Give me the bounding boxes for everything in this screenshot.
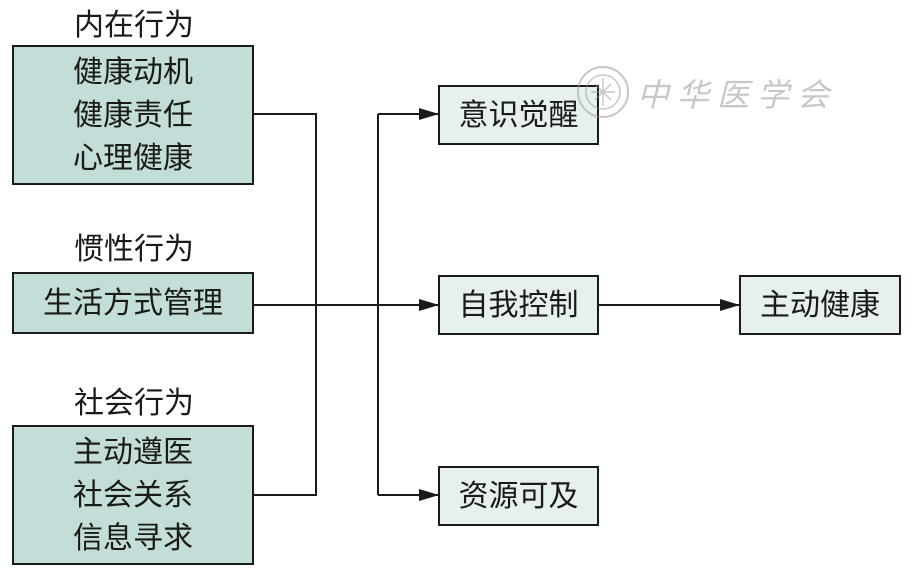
habitual-behavior-title: 惯性行为 [74, 232, 194, 267]
social-behavior-title: 社会行为 [74, 386, 194, 421]
internal-item: 健康责任 [73, 97, 193, 133]
awareness-box: 意识觉醒 [438, 85, 599, 145]
habitual-behavior-box: 生活方式管理 [12, 272, 254, 334]
social-item: 信息寻求 [73, 520, 193, 556]
internal-item: 健康动机 [73, 54, 193, 90]
self-control-box: 自我控制 [438, 275, 599, 335]
self-control-label: 自我控制 [458, 287, 579, 323]
resource-access-box: 资源可及 [438, 466, 599, 526]
watermark: 中华医学会 [575, 62, 865, 122]
social-item: 社会关系 [73, 477, 193, 513]
active-health-box: 主动健康 [739, 275, 901, 335]
internal-item: 心理健康 [73, 140, 193, 176]
internal-behavior-box: 健康动机 健康责任 心理健康 [12, 45, 254, 185]
social-item: 主动遵医 [73, 434, 193, 470]
social-behavior-box: 主动遵医 社会关系 信息寻求 [12, 425, 254, 565]
habitual-item: 生活方式管理 [43, 285, 223, 321]
internal-behavior-title: 内在行为 [74, 8, 194, 43]
connector-internal [254, 113, 317, 305]
seal-emblem-icon [577, 66, 629, 118]
awareness-label: 意识觉醒 [458, 97, 579, 133]
active-health-label: 主动健康 [760, 287, 880, 323]
resource-access-label: 资源可及 [458, 478, 579, 514]
connector-social [254, 305, 317, 496]
watermark-text: 中华医学会 [637, 76, 838, 114]
